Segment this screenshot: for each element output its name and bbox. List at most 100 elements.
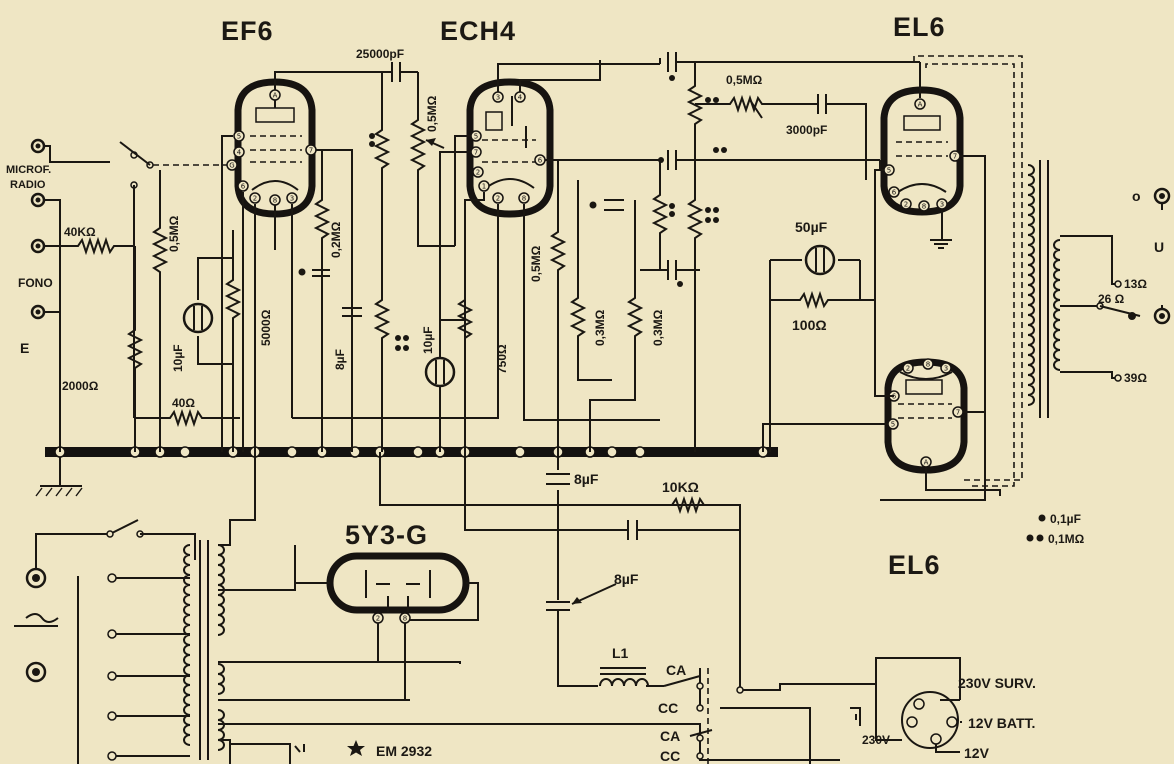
svg-text:2: 2	[476, 169, 480, 177]
tube-el6-top-label: EL6	[893, 12, 946, 42]
svg-text:5: 5	[237, 133, 241, 141]
label-25000pf: 25000pF	[356, 47, 404, 61]
label-l1: L1	[612, 645, 629, 661]
output-transformer	[1027, 160, 1171, 418]
svg-text:7: 7	[309, 147, 313, 155]
resistor-column-695	[686, 180, 719, 452]
tube-ech4: 3 4 5 7 2 6 1 2 8	[466, 78, 554, 218]
svg-text:G: G	[229, 162, 234, 170]
resistor-10k	[660, 495, 720, 515]
legend-single-dot: 0,1µF	[1050, 512, 1081, 526]
svg-text:8: 8	[403, 615, 407, 623]
capacitor-25000pf	[391, 62, 418, 82]
label-out-o: o	[1132, 188, 1141, 204]
mains-input	[14, 519, 196, 764]
label-5000: 5000Ω	[259, 309, 273, 346]
svg-text:8: 8	[926, 361, 930, 369]
label-ca-1: CA	[666, 662, 686, 678]
label-ca-2: CA	[660, 728, 680, 744]
svg-text:2: 2	[904, 201, 908, 209]
cap-marker-a	[298, 268, 330, 277]
svg-text:5: 5	[891, 421, 895, 429]
label-12v: 12V	[964, 745, 990, 761]
label-earth: E	[20, 340, 29, 356]
svg-text:8: 8	[922, 203, 926, 211]
label-0-5m-top: 0,5MΩ	[726, 73, 763, 87]
svg-text:7: 7	[953, 153, 957, 161]
capacitor-10uf-a	[182, 257, 233, 365]
capacitor-8uf-b	[546, 473, 570, 485]
input-jacks	[30, 138, 110, 452]
label-fono: FONO	[18, 276, 53, 290]
label-50uf: 50µF	[795, 219, 828, 235]
svg-text:8: 8	[273, 197, 277, 205]
label-em-2932: EM 2932	[376, 743, 432, 759]
svg-text:5: 5	[887, 167, 891, 175]
svg-text:A: A	[273, 92, 278, 100]
volume-potentiometer	[409, 72, 455, 247]
label-12v-batt: 12V BATT.	[968, 715, 1035, 731]
label-8uf-c: 8µF	[614, 571, 639, 587]
svg-text:6: 6	[892, 189, 897, 197]
label-0-3m-b: 0,3MΩ	[651, 309, 665, 346]
label-8uf-b: 8µF	[574, 471, 599, 487]
label-10uf-b: 10µF	[421, 326, 435, 354]
ca-cc-switch	[689, 657, 961, 764]
label-40k: 40KΩ	[64, 225, 96, 239]
label-750: 750Ω	[495, 344, 509, 374]
label-0-2m: 0,2MΩ	[329, 221, 343, 258]
legend-double-dot: 0,1MΩ	[1048, 532, 1085, 546]
svg-text:2: 2	[906, 365, 910, 373]
tube-ef6-label: EF6	[221, 16, 274, 46]
label-230v: 230V	[862, 733, 890, 747]
capacitor-8uf-a	[342, 307, 362, 317]
el6-top-wiring	[874, 62, 986, 501]
star-mark-icon	[347, 740, 365, 756]
label-10uf-a: 10µF	[171, 344, 185, 372]
svg-text:3: 3	[290, 195, 294, 203]
resistor-40	[135, 408, 240, 428]
resistor-0-3m-a	[569, 180, 612, 381]
resistor-column-660	[651, 58, 675, 270]
svg-text:2: 2	[496, 195, 500, 203]
svg-text:5: 5	[474, 133, 478, 141]
svg-text:4: 4	[518, 94, 523, 102]
capacitor-3000pf	[817, 94, 867, 180]
choke-l1	[599, 667, 649, 687]
capacitor-50uf	[769, 244, 861, 300]
cap-marker-b	[589, 199, 624, 211]
svg-text:1: 1	[482, 183, 486, 191]
svg-text:4: 4	[237, 149, 242, 157]
label-out-u: U	[1154, 239, 1164, 255]
tube-5y3g-label: 5Y3-G	[345, 520, 428, 550]
resistor-mid-ef6	[373, 240, 409, 452]
svg-text:2: 2	[376, 615, 380, 623]
svg-text:7: 7	[956, 409, 960, 417]
tube-ef6: A 5 4 G 7 6 2 8 3	[226, 78, 317, 218]
tube-el6-bottom: 2 8 3 6 7 5 A	[884, 358, 968, 474]
resistor-0-5m-c	[549, 160, 567, 452]
shielded-lead-top	[913, 55, 1023, 487]
svg-text:6: 6	[892, 393, 897, 401]
svg-text:A: A	[924, 459, 929, 467]
resistor-plate-ef6	[369, 72, 391, 240]
tube-5y3g: 2 8	[326, 552, 470, 624]
label-230v-surv: 230V SURV.	[958, 675, 1036, 691]
label-8uf-a: 8µF	[333, 349, 347, 370]
bus-junctions	[54, 446, 769, 458]
label-0-5m-vol: 0,5MΩ	[425, 95, 439, 132]
svg-text:6: 6	[241, 183, 246, 191]
label-tap-39: 39Ω	[1124, 371, 1147, 385]
capacitor-8uf-c	[546, 520, 638, 611]
label-tap-13: 13Ω	[1124, 277, 1147, 291]
svg-text:3: 3	[944, 365, 948, 373]
capacitor-10uf-b	[424, 319, 465, 388]
label-3000pf: 3000pF	[786, 123, 827, 137]
power-transformer	[107, 540, 225, 761]
resistor-tone	[686, 62, 818, 180]
ech4-wiring	[292, 60, 660, 452]
label-cc-1: CC	[658, 700, 678, 716]
svg-text:6: 6	[538, 157, 543, 165]
svg-text:7: 7	[474, 149, 478, 157]
